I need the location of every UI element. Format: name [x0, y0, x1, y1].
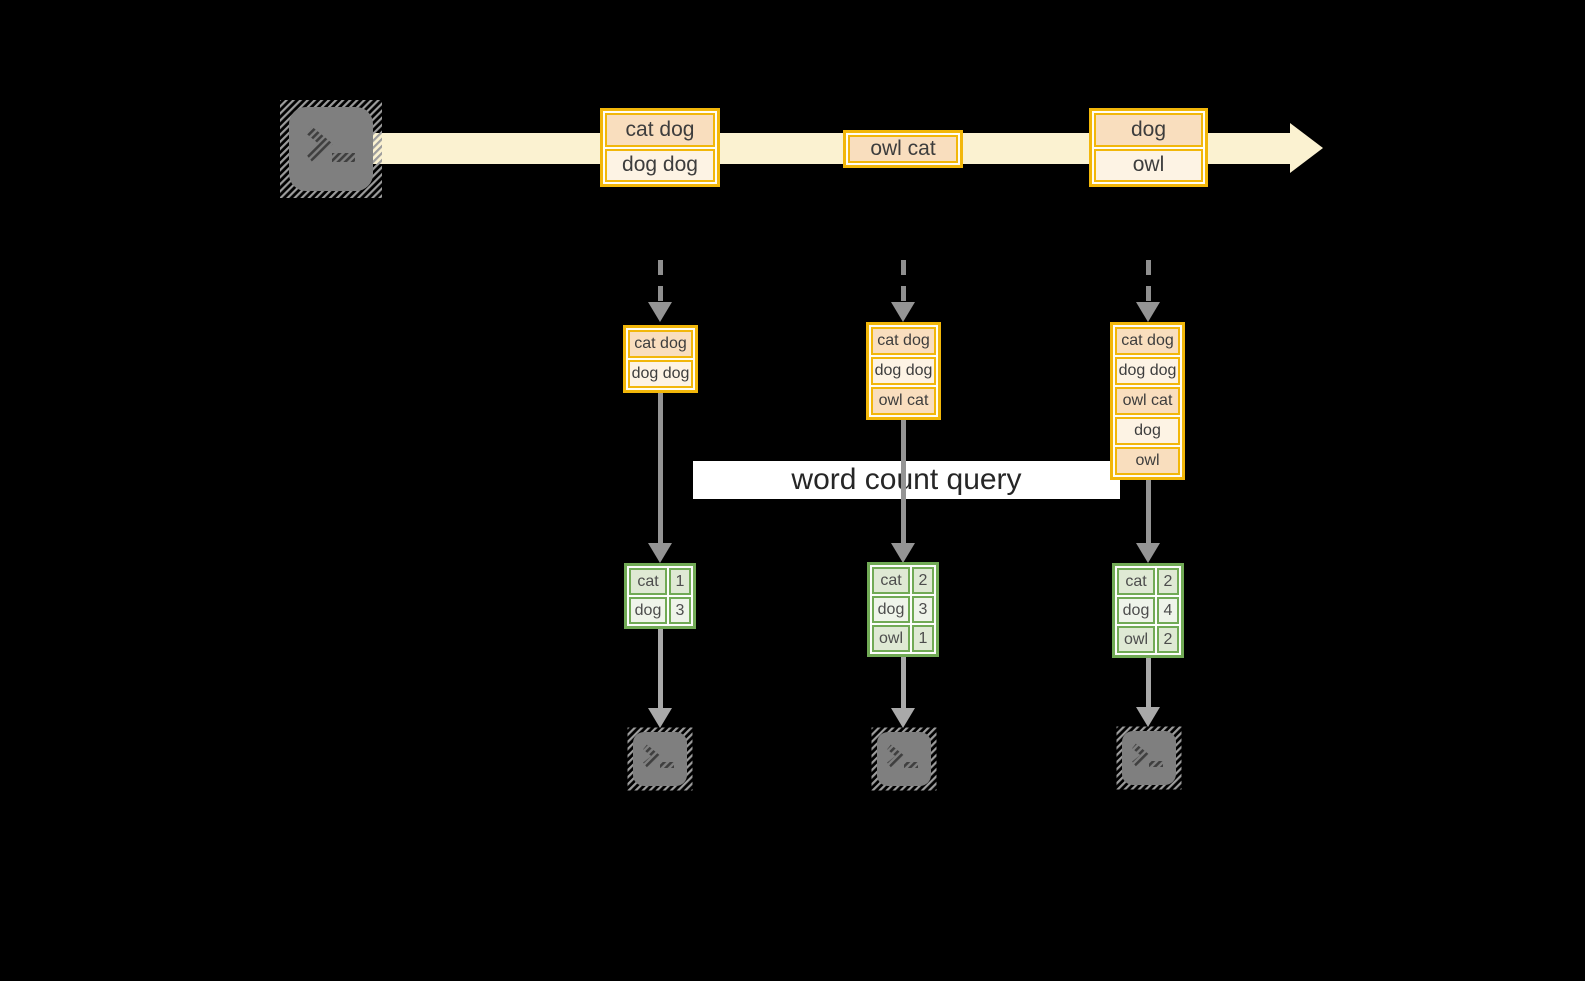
record-text: cat dog: [605, 113, 715, 147]
word-cell: cat: [872, 567, 910, 594]
state-item: dog dog: [628, 360, 693, 388]
word-cell: owl: [872, 625, 910, 652]
state-item: cat dog: [871, 327, 936, 355]
state-item: cat dog: [1115, 327, 1180, 355]
count-cell: 3: [669, 597, 691, 624]
state-item: dog dog: [871, 357, 936, 385]
query-label: word count query: [791, 463, 1022, 496]
record-text: dog dog: [605, 148, 715, 182]
arrowhead-icon: [891, 708, 915, 728]
arrowhead-icon: [648, 708, 672, 728]
record-text: owl: [1094, 148, 1203, 182]
terminal-icon: [871, 727, 937, 791]
table-row: dog 4: [1117, 597, 1179, 624]
state-item: owl cat: [1115, 387, 1180, 415]
dashed-arrow: [1146, 260, 1151, 302]
state-item: owl: [1115, 447, 1180, 475]
terminal-icon: [1116, 726, 1182, 790]
table-row: owl 2: [1117, 626, 1179, 653]
arrowhead-icon: [1136, 543, 1160, 563]
arrowhead-icon: [1136, 302, 1160, 322]
word-cell: dog: [629, 597, 667, 624]
table-row: dog 3: [872, 596, 934, 623]
query-arrow: [901, 418, 906, 543]
word-cell: dog: [872, 596, 910, 623]
state-stack-2: cat dog dog dog owl cat: [866, 322, 941, 420]
count-table-1: cat 1 dog 3: [624, 563, 696, 629]
arrowhead-icon: [891, 543, 915, 563]
arrowhead-icon: [891, 302, 915, 322]
query-arrow: [658, 388, 663, 543]
table-row: cat 2: [872, 567, 934, 594]
word-cell: dog: [1117, 597, 1155, 624]
stream-record-3: dog owl: [1089, 108, 1208, 187]
stream-record-2: owl cat: [843, 130, 963, 168]
count-cell: 1: [669, 568, 691, 595]
table-row: cat 1: [629, 568, 691, 595]
state-item: cat dog: [628, 330, 693, 358]
state-item: dog dog: [1115, 357, 1180, 385]
query-arrow: [1146, 478, 1151, 543]
count-cell: 2: [912, 567, 934, 594]
count-cell: 4: [1157, 597, 1179, 624]
dashed-arrow: [901, 260, 906, 302]
state-item: owl cat: [871, 387, 936, 415]
count-table-3: cat 2 dog 4 owl 2: [1112, 563, 1184, 658]
terminal-icon: [280, 100, 382, 198]
table-row: cat 2: [1117, 568, 1179, 595]
table-row: dog 3: [629, 597, 691, 624]
word-cell: owl: [1117, 626, 1155, 653]
count-cell: 2: [1157, 626, 1179, 653]
count-cell: 3: [912, 596, 934, 623]
state-item: dog: [1115, 417, 1180, 445]
word-cell: cat: [1117, 568, 1155, 595]
arrowhead-icon: [1136, 707, 1160, 727]
word-cell: cat: [629, 568, 667, 595]
terminal-icon: [627, 727, 693, 791]
record-text: owl cat: [848, 135, 958, 163]
table-row: owl 1: [872, 625, 934, 652]
count-cell: 1: [912, 625, 934, 652]
count-cell: 2: [1157, 568, 1179, 595]
output-arrow: [658, 629, 663, 708]
arrowhead-icon: [648, 543, 672, 563]
output-arrow: [1146, 658, 1151, 707]
arrowhead-icon: [648, 302, 672, 322]
count-table-2: cat 2 dog 3 owl 1: [867, 562, 939, 657]
record-text: dog: [1094, 113, 1203, 147]
state-stack-3: cat dog dog dog owl cat dog owl: [1110, 322, 1185, 480]
state-stack-1: cat dog dog dog: [623, 325, 698, 393]
output-arrow: [901, 657, 906, 708]
query-label-band: word count query: [693, 461, 1120, 499]
stream-record-1: cat dog dog dog: [600, 108, 720, 187]
stream-arrowhead-icon: [1290, 123, 1323, 173]
dashed-arrow: [658, 260, 663, 302]
